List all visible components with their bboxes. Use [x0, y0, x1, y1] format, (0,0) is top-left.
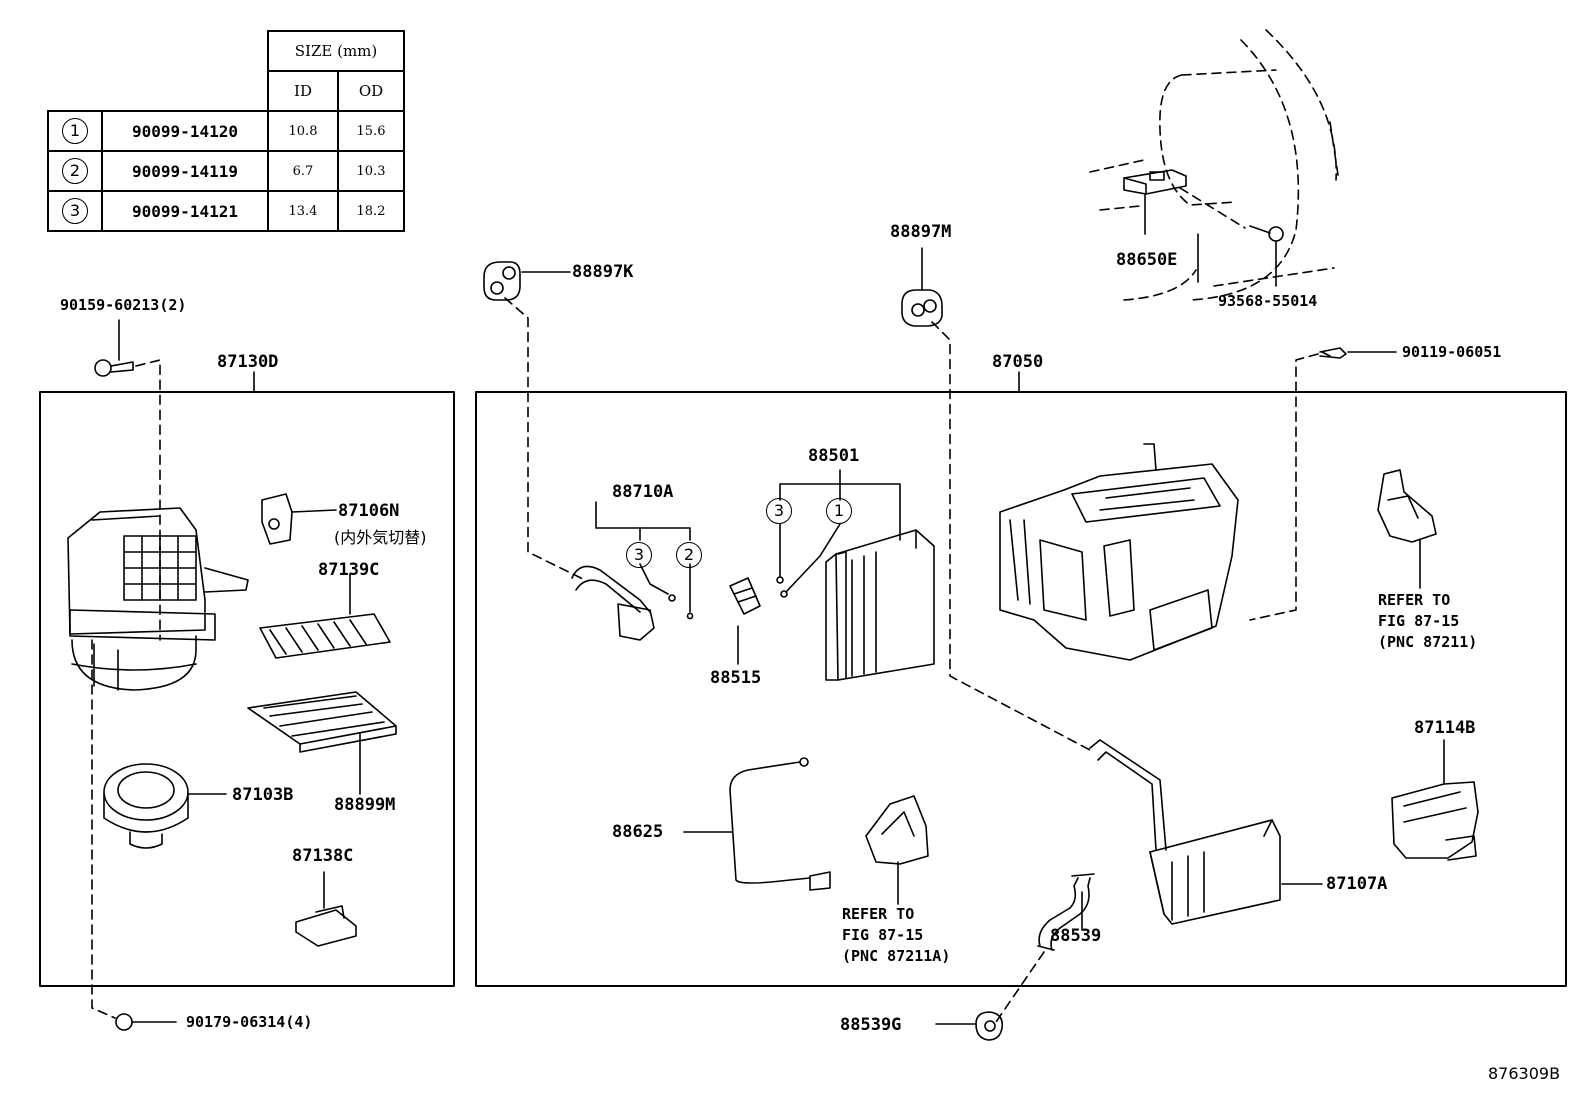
label-90159-60213: 90159-60213(2) — [60, 296, 187, 314]
bolt-90119 — [1319, 347, 1397, 359]
ref-circle: 2 — [62, 158, 88, 184]
blower-motor-87103b — [103, 763, 227, 849]
label-88897m: 88897M — [890, 222, 952, 242]
size-table: SIZE (mm) ID OD 1 90099-14120 10.8 15.6 … — [47, 30, 405, 232]
label-87106n-note: (内外気切替) — [334, 528, 427, 547]
table-row: 1 90099-14120 10.8 15.6 — [47, 110, 405, 152]
callout-circle: 3 — [766, 498, 792, 524]
part-number: 90099-14119 — [101, 150, 269, 192]
thermistor-88515 — [729, 577, 761, 665]
col-id-header: ID — [267, 70, 339, 112]
label-88710a: 88710A — [612, 482, 674, 502]
label-87138c: 87138C — [292, 846, 354, 866]
refer-note-87211a: REFER TO FIG 87-15 (PNC 87211A) — [842, 905, 951, 965]
expansion-valve-88710a — [571, 501, 694, 641]
hose-88539 — [1037, 873, 1095, 951]
resistor-87138c — [295, 871, 357, 947]
duct-87211a — [865, 795, 929, 905]
inner-diameter: 6.7 — [267, 150, 339, 192]
label-90119-06051: 90119-06051 — [1402, 343, 1502, 361]
dashed-link-88897m — [931, 321, 1091, 751]
label-87050: 87050 — [992, 352, 1044, 372]
outer-diameter: 18.2 — [337, 190, 405, 232]
actuator-87106n — [261, 493, 337, 545]
callout-circle: 3 — [626, 542, 652, 568]
heater-case-87050 — [999, 443, 1239, 661]
refer-note-87211: REFER TO FIG 87-15 (PNC 87211) — [1378, 591, 1478, 651]
evaporator-88501 — [776, 469, 935, 681]
label-88539g: 88539G — [840, 1015, 902, 1035]
blower-case-assembly — [67, 507, 249, 691]
grommet-88897m — [901, 247, 943, 327]
ref-circle: 3 — [62, 198, 88, 224]
label-88539: 88539 — [1050, 926, 1102, 946]
heater-group-frame — [475, 391, 1567, 987]
col-od-header: OD — [337, 70, 405, 112]
label-93568-55014: 93568-55014 — [1218, 292, 1318, 310]
label-88899m: 88899M — [334, 795, 396, 815]
callout-circle: 1 — [826, 498, 852, 524]
outer-diameter: 15.6 — [337, 110, 405, 152]
bracket-88650e — [1123, 169, 1187, 195]
grommet-88897k — [483, 261, 571, 301]
part-number: 90099-14120 — [101, 110, 269, 152]
label-88625: 88625 — [612, 822, 664, 842]
figure-id: 876309B — [1488, 1064, 1561, 1083]
outer-diameter: 10.3 — [337, 150, 405, 192]
duct-87211 — [1377, 469, 1437, 589]
label-87107a: 87107A — [1326, 874, 1388, 894]
filter-frame-88899m — [247, 691, 397, 795]
table-row: 2 90099-14119 6.7 10.3 — [47, 150, 405, 192]
label-88897k: 88897K — [572, 262, 634, 282]
vehicle-body-outline — [1089, 29, 1339, 301]
label-88650e: 88650E — [1116, 250, 1178, 270]
ref-circle: 1 — [62, 118, 88, 144]
nut-90179 — [115, 1013, 177, 1031]
label-88501: 88501 — [808, 446, 860, 466]
duct-87114b — [1391, 739, 1479, 861]
clip-88539g — [935, 1011, 1004, 1041]
inner-diameter: 10.8 — [267, 110, 339, 152]
part-number: 90099-14121 — [101, 190, 269, 232]
label-87103b: 87103B — [232, 785, 294, 805]
heater-core-87107a — [1089, 739, 1323, 925]
inner-diameter: 13.4 — [267, 190, 339, 232]
screw-90159 — [94, 319, 134, 377]
table-row: 3 90099-14121 13.4 18.2 — [47, 190, 405, 232]
label-87130d: 87130D — [217, 352, 279, 372]
screw-93568 — [1249, 225, 1284, 287]
label-87114b: 87114B — [1414, 718, 1476, 738]
blower-group-frame — [39, 391, 455, 987]
label-88515: 88515 — [710, 668, 762, 688]
dashed-link-88897k — [504, 297, 586, 581]
filter-87139c — [259, 573, 391, 659]
size-header: SIZE (mm) — [267, 30, 405, 72]
callout-circle: 2 — [676, 542, 702, 568]
label-87139c: 87139C — [318, 560, 380, 580]
label-87106n: 87106N — [338, 501, 400, 521]
harness-88625 — [683, 757, 831, 891]
label-90179-06314: 90179-06314(4) — [186, 1013, 313, 1031]
